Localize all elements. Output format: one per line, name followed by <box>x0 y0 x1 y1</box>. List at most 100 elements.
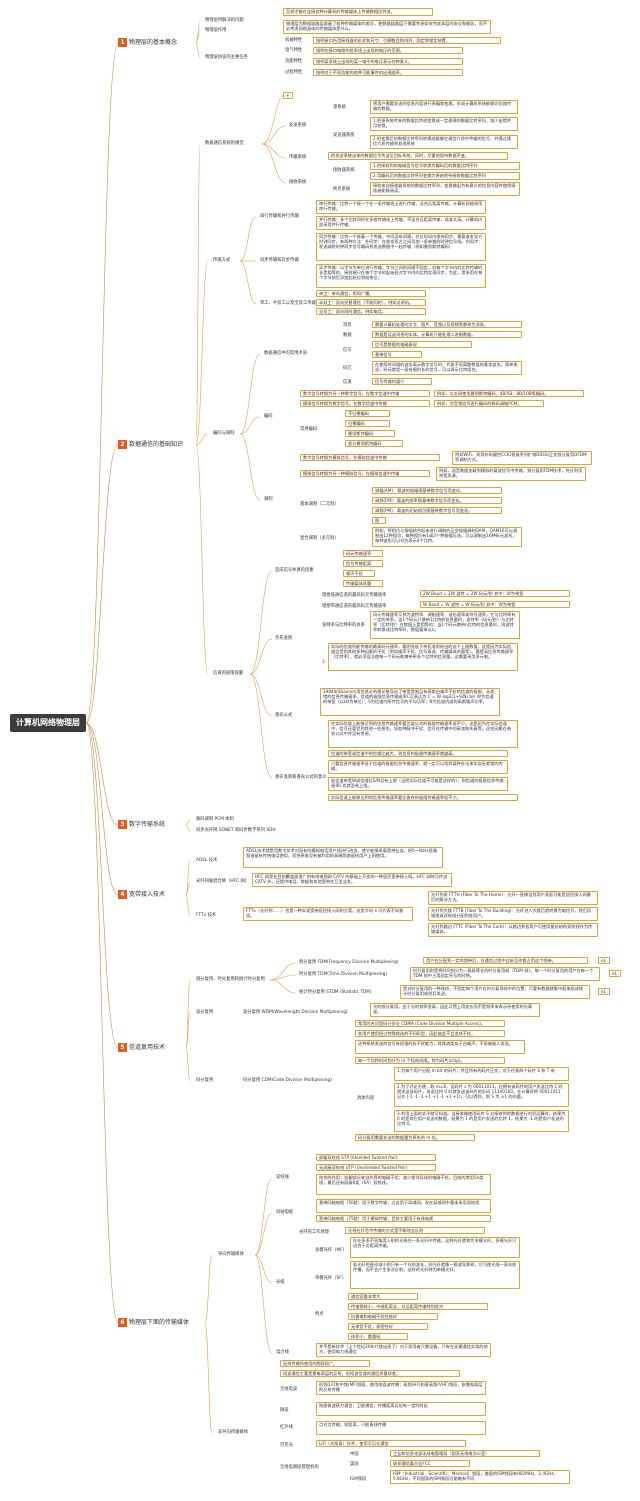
s2-parallel-ans: 并行传输：多个比特同时在多根传输线上传输，不适合远距离传输，成本太高。计算机内部… <box>316 216 486 230</box>
connector-line <box>204 1254 213 1324</box>
f-0: 码元传输速率 <box>343 550 383 557</box>
s2-trans-ans1: 1.把源系统传来的数据比特流变换成一定规律的数据比特序列，减少出错并可检错。 <box>370 117 518 131</box>
s5-stdm-letter: eL <box>598 988 610 995</box>
s5-wdm-v: 光的频分复用。由于光的频率很高，因此习惯上用波长而不是频率来表示所使用的光载波。 <box>370 1003 540 1017</box>
s2-mod-ans1: 数字信号转换为模拟信号，在模拟信道中传输 <box>300 454 440 461</box>
connector-line <box>185 819 191 826</box>
s2-common-enc: 常用编码 <box>300 427 318 432</box>
s2-medium-ans: 把发送系统送来的数据信号传送至目标系统，同时，尽量地保持数据不变。 <box>328 152 508 160</box>
connector-line <box>261 93 287 145</box>
connector-line <box>239 353 261 435</box>
s1-elec-v: 指明在接口电缆的各条线上出现的电压的范围。 <box>313 47 463 54</box>
connector-line <box>195 260 209 446</box>
s5-wdm: 波分复用 WDM(Wavelength Division Multiplexin… <box>243 1010 348 1015</box>
s6-mmf-v: 存在多条不同角度入射的光线在一条光纤中传输，这种光纤就称为多模光纤。多模光纤只适… <box>350 1237 520 1258</box>
s2-full: 全双工：双向同时通信，例如电话。 <box>316 308 426 315</box>
connector-line <box>254 1212 273 1256</box>
connector-line <box>261 143 287 184</box>
s2-enc-ans1: 数字信号转换为另一种数字信号，在数字信道中传输 <box>300 390 430 397</box>
s2-enc-ex2: 例如，对音频信号进行编码的脉码调制PCM。 <box>434 400 544 407</box>
s6-laser: 可见光 <box>280 1443 293 1448</box>
s5-cdm4: 每一个比特时间划分为 m 个短的间隔，称为码片(chip)。 <box>355 1057 505 1064</box>
s2-blank: + <box>283 92 293 99</box>
t-symbol-v: 在使用时间域的波形表示数字信号时，代表不同离散数值的基本波形。简单来说，码元就是… <box>372 361 522 375</box>
s5-wdm-group: 波分复用 <box>196 1010 214 1015</box>
s6-fiber-work: 光纤的工作原理 <box>299 1230 330 1235</box>
feat-1: 传输损耗小，中继距离长，对远距离传输特别经济 <box>348 1303 488 1310</box>
s2-factors: 造成信号失真的因素 <box>275 568 314 573</box>
s2-mod-ans2: 模拟信号转换为另一种模拟信号，在模拟信道中传输 <box>300 470 430 477</box>
connector-line <box>269 962 297 981</box>
s2-recv-ans1: 1.把接收到的电磁信号信号转换为编码后的数据比特序列 <box>370 162 520 170</box>
s2-mode: 传输方式 <box>213 258 231 263</box>
connector-line <box>239 260 257 305</box>
connector-line <box>185 1012 191 1049</box>
s6-micro-v: 地面微波接力通信，卫星通信，传播距离远但有一定的时延 <box>316 1402 486 1416</box>
connector-line <box>85 722 119 1324</box>
connector-line <box>85 722 119 826</box>
s2-serial: 串行传输和并行传输 <box>260 214 299 219</box>
s4-hfc: 光纤同轴混合网（HFC 网） <box>196 879 250 884</box>
s6-ism: 无线电频段管理机构 <box>280 1465 319 1470</box>
t-data-v: 数据是运送消息的实体。计算机只能处理二进制数据。 <box>372 331 522 338</box>
s6-laser-v: LiFi（光保真）技术，使用可见光通信 <box>316 1440 466 1447</box>
connector-line <box>185 894 191 917</box>
s2-dest-ans: 接收来自接收器系统的数据比特序列，变换输出为有意义的信息内容并使得接收者能够阅读… <box>370 182 520 196</box>
connector-line <box>185 1047 191 1082</box>
s5-cdm-ex2: 2.为了讨论方便，取 m=8，设码片 s 为 00011011。在拥有该码片的用… <box>394 1083 569 1107</box>
s1-mech: 机械特性 <box>285 38 303 43</box>
s6-fiber: 光缆 <box>276 1280 285 1285</box>
connector-line <box>254 1254 273 1354</box>
s5-cdm: 码分复用 CDM(Code Division Multiplexing) <box>243 1078 332 1083</box>
s6-fiber-work-v: 光线在纤芯中传输的方式是不断地全反射 <box>345 1227 485 1234</box>
s4-adsl-v: ADSL技术就是用数字技术对现有的模拟电话用户线进行改造，使它能够承载宽带业务。… <box>243 847 443 868</box>
feat-2: 抗雷电和电磁干扰性能好 <box>348 1313 438 1320</box>
s2-dest: 终点系统 <box>333 187 351 192</box>
s1-mech-v: 指明接口所用接线器的形状和尺寸、引脚数目和排列、固定和锁定装置。 <box>313 37 501 44</box>
s2-qam: 例如，将相位与振幅结合起来进行调制的正交振幅调制QAM，QAM16可以调制出12… <box>372 527 522 547</box>
s4-adsl: ADSL 技术 <box>196 858 218 863</box>
connector-line <box>195 143 201 446</box>
s2-pm: 调相(PM)：载波的初始相位随基带数字信号而变化。 <box>372 507 502 514</box>
connector-line <box>269 974 297 981</box>
root-node: 计算机网络物理层 <box>10 714 86 732</box>
s2-sync-ans: 同步传输：比特一个接着一个传输，中间没有间隔，在长时间内保持同步。需要收发双方时… <box>316 233 486 261</box>
s2-recv-ans2: 2.用编码后的数据比特序列变换为原始的待接收数据比特序列 <box>370 172 520 180</box>
connector-line <box>269 979 297 994</box>
connector-line <box>185 824 191 832</box>
s4-fttc: 光纤到路边 FTTC (Fiber To The Curb)：从路边到各用户可使… <box>428 923 598 937</box>
s6-coax50: 基带同轴电缆（50欧）用于数字传输，过去用于局域网，现在局域网中基本采用双绞线 <box>316 1199 491 1213</box>
s4-fttb: 光纤到大楼 FTTB (Fiber To The Building)：光纤进入大… <box>428 907 598 921</box>
connector-line <box>261 125 287 145</box>
feat-3: 无串音干扰，保密性好 <box>348 1323 428 1330</box>
connector-line <box>261 143 287 159</box>
s3-pcm: 脉码调制 PCM 体制 <box>196 817 234 822</box>
s2-mixed-mod: 混合调制（多元制） <box>300 536 339 541</box>
t-baseband: 基带信号 <box>372 351 422 358</box>
connector-line <box>249 638 273 675</box>
s6-ir: 红外线 <box>280 1425 293 1430</box>
s6-ism-us-v: 联邦通信委员会FCC <box>390 1460 470 1467</box>
connector-line <box>85 722 119 1049</box>
s5-tdm-letter: eL <box>609 970 621 977</box>
s5-cdm3: 这种系统发送的信号有很强的抗干扰能力，其频谱类似于白噪声，不易被敌人发现。 <box>355 1040 525 1054</box>
s2-nyq: 奈氏准则 <box>275 636 293 641</box>
connector-line <box>185 860 191 896</box>
connector-line <box>239 433 261 501</box>
s6-coax: 同轴电缆 <box>276 1210 294 1215</box>
s2-duplex: 单工、半双工以及全双工传输 <box>260 301 316 306</box>
s6-power: 电力线 <box>276 1350 289 1355</box>
f-3: 传输媒体质量 <box>343 580 383 587</box>
s2-meaning3: 若信道带宽W或信噪比S/N没有上限（当然实际信道不可能是这样的），则信道的极限信… <box>328 777 508 791</box>
f-2: 噪声干扰 <box>343 570 375 577</box>
t-msg-v: 需要计算机处理的文字、图片、音频以及视频等都称为消息。 <box>372 321 522 328</box>
s5-stdm: 统计时分复用 STDM (Statistic TDM) <box>299 990 372 995</box>
s6-ism-cn-v: 工业和信息化部无线电管理局（国家无线电办公室） <box>390 1450 540 1457</box>
s6-ism-band: ISM频段 <box>350 1477 367 1482</box>
